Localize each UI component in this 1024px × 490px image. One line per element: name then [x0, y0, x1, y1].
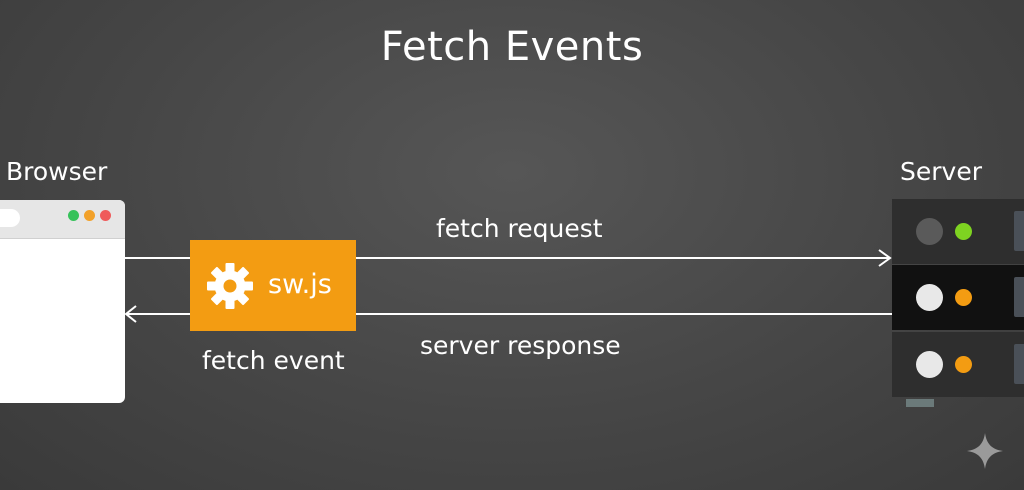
address-bar	[0, 209, 20, 227]
gear-icon	[207, 263, 253, 309]
server-drive-slot	[1014, 211, 1024, 251]
server-status-light	[916, 351, 943, 378]
server-activity-light	[955, 223, 972, 240]
server-status-light	[916, 218, 943, 245]
sparkle-icon	[967, 433, 1003, 469]
server-drive-slot	[1014, 344, 1024, 384]
service-worker-label: sw.js	[268, 269, 332, 300]
service-worker-box: sw.js	[190, 240, 356, 331]
server-unit	[892, 265, 1024, 330]
server-drive-slot	[1014, 277, 1024, 317]
diagram-title: Fetch Events	[380, 24, 644, 70]
fetch-event-label: fetch event	[202, 346, 345, 375]
server-stack	[892, 199, 1024, 399]
server-unit	[892, 199, 1024, 264]
window-dot-green	[68, 210, 79, 221]
server-unit	[892, 332, 1024, 397]
server-activity-light	[955, 356, 972, 373]
browser-toolbar	[0, 200, 125, 239]
window-dot-orange	[84, 210, 95, 221]
server-label: Server	[900, 157, 982, 186]
window-dot-red	[100, 210, 111, 221]
server-base	[906, 399, 934, 407]
server-activity-light	[955, 289, 972, 306]
server-response-label: server response	[420, 331, 621, 360]
server-status-light	[916, 284, 943, 311]
browser-window	[0, 200, 125, 403]
browser-label: Browser	[6, 157, 108, 186]
fetch-request-label: fetch request	[436, 214, 603, 243]
